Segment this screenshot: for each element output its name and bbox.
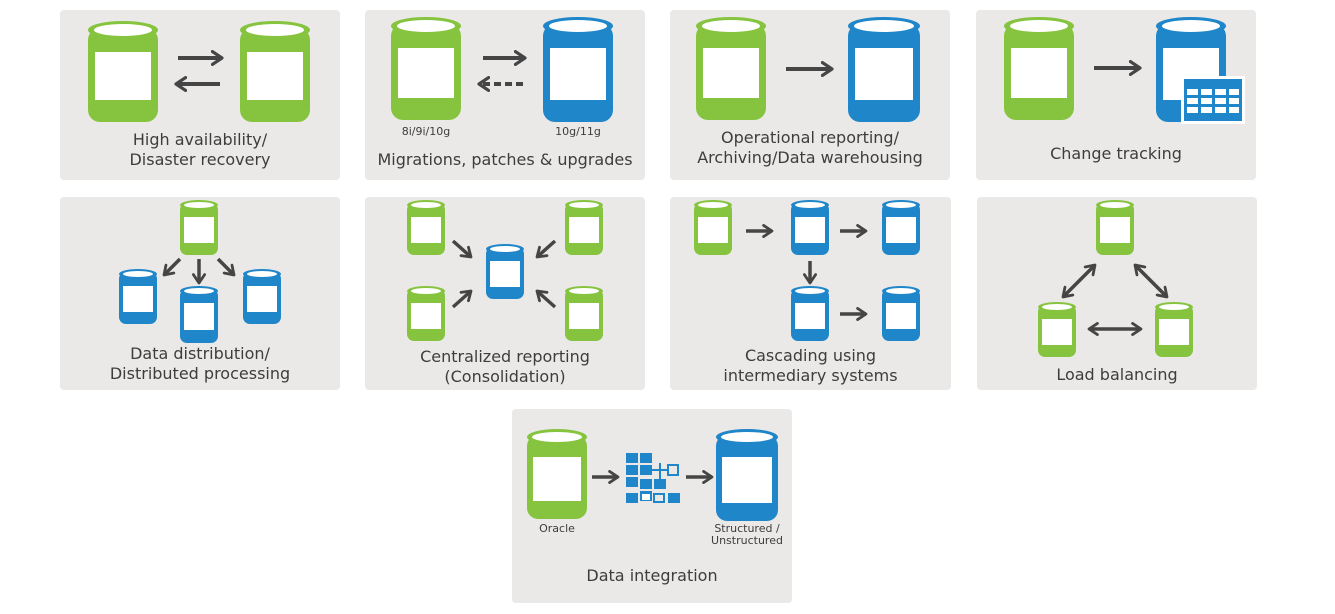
card-data-distribution: Data distribution/ Distributed processin…	[60, 197, 340, 390]
database-icon-blue	[791, 286, 829, 341]
arrow-down-left-icon	[162, 257, 182, 277]
target-label-line: Structured /	[714, 522, 780, 535]
database-icon-blue	[848, 17, 920, 122]
caption: High availability/ Disaster recovery	[60, 130, 340, 170]
database-icon-green	[1096, 200, 1134, 255]
database-icon-blue	[882, 200, 920, 255]
arrow-icon	[451, 239, 473, 259]
database-icon-green	[696, 17, 766, 120]
caption-line: High availability/	[132, 130, 268, 149]
database-icon-green	[1004, 17, 1074, 120]
caption-line: Centralized reporting	[420, 347, 590, 366]
arrow-icon	[535, 239, 557, 259]
database-icon-green	[407, 200, 445, 255]
database-icon-green	[391, 17, 461, 120]
arrow-icon	[451, 289, 473, 309]
database-icon-green	[565, 200, 603, 255]
caption-line: Operational reporting/	[721, 128, 899, 147]
source-label: Oracle	[539, 522, 575, 535]
database-icon-blue	[543, 17, 613, 122]
card-centralized-reporting: Centralized reporting (Consolidation)	[365, 197, 645, 390]
database-icon-green	[527, 429, 587, 519]
caption: Change tracking	[1050, 144, 1182, 163]
database-icon-blue	[791, 200, 829, 255]
card-operational-reporting: Operational reporting/ Archiving/Data wa…	[670, 10, 950, 180]
database-icon-blue	[119, 269, 157, 324]
caption-line: Archiving/Data warehousing	[697, 148, 923, 167]
card-data-integration: Oracle Structured / Unstructured Data in…	[512, 409, 792, 603]
caption-line: intermediary systems	[723, 366, 898, 385]
caption: Data integration	[586, 566, 718, 585]
database-icon-green	[694, 200, 732, 255]
caption: Migrations, patches & upgrades	[377, 150, 633, 169]
database-icon-blue	[180, 286, 218, 343]
card-load-balancing: Load balancing	[977, 197, 1257, 390]
database-icon-green	[1038, 302, 1076, 357]
caption: Centralized reporting (Consolidation)	[365, 347, 645, 387]
arrow-icon	[535, 289, 557, 309]
database-icon-green	[180, 200, 218, 255]
caption-line: Disaster recovery	[129, 150, 271, 169]
card-change-tracking: Change tracking	[976, 10, 1256, 180]
caption-line: Cascading using	[744, 346, 877, 365]
caption: Cascading using intermediary systems	[670, 346, 951, 386]
arrow-down-right-icon	[216, 257, 236, 277]
caption-line: Data distribution/	[130, 344, 270, 363]
caption-line: Distributed processing	[109, 364, 291, 383]
database-icon-blue	[882, 286, 920, 341]
database-icon-green	[240, 21, 310, 122]
workflow-icon	[626, 453, 680, 503]
caption: Data distribution/ Distributed processin…	[60, 344, 340, 384]
double-arrow-icon	[1133, 263, 1169, 299]
database-icon-green	[565, 286, 603, 341]
target-label-line: Unstructured	[711, 534, 783, 547]
database-icon-green	[407, 286, 445, 341]
caption: Operational reporting/ Archiving/Data wa…	[670, 128, 950, 168]
card-cascading: Cascading using intermediary systems	[670, 197, 951, 390]
target-versions-label: 10g/11g	[555, 125, 601, 138]
card-migrations: 8i/9i/10g 10g/11g Migrations, patches & …	[365, 10, 645, 180]
card-high-availability: High availability/ Disaster recovery	[60, 10, 340, 180]
database-icon-green	[1155, 302, 1193, 357]
double-arrow-icon	[1061, 263, 1097, 299]
database-icon-green	[88, 21, 158, 122]
caption-line: (Consolidation)	[444, 367, 566, 386]
target-label: Structured / Unstructured	[704, 523, 790, 547]
source-versions-label: 8i/9i/10g	[401, 125, 451, 138]
database-icon-blue	[486, 244, 524, 299]
table-grid-icon	[1181, 76, 1245, 124]
database-icon-blue	[716, 429, 778, 521]
database-icon-blue	[243, 269, 281, 324]
caption: Load balancing	[1056, 365, 1178, 384]
